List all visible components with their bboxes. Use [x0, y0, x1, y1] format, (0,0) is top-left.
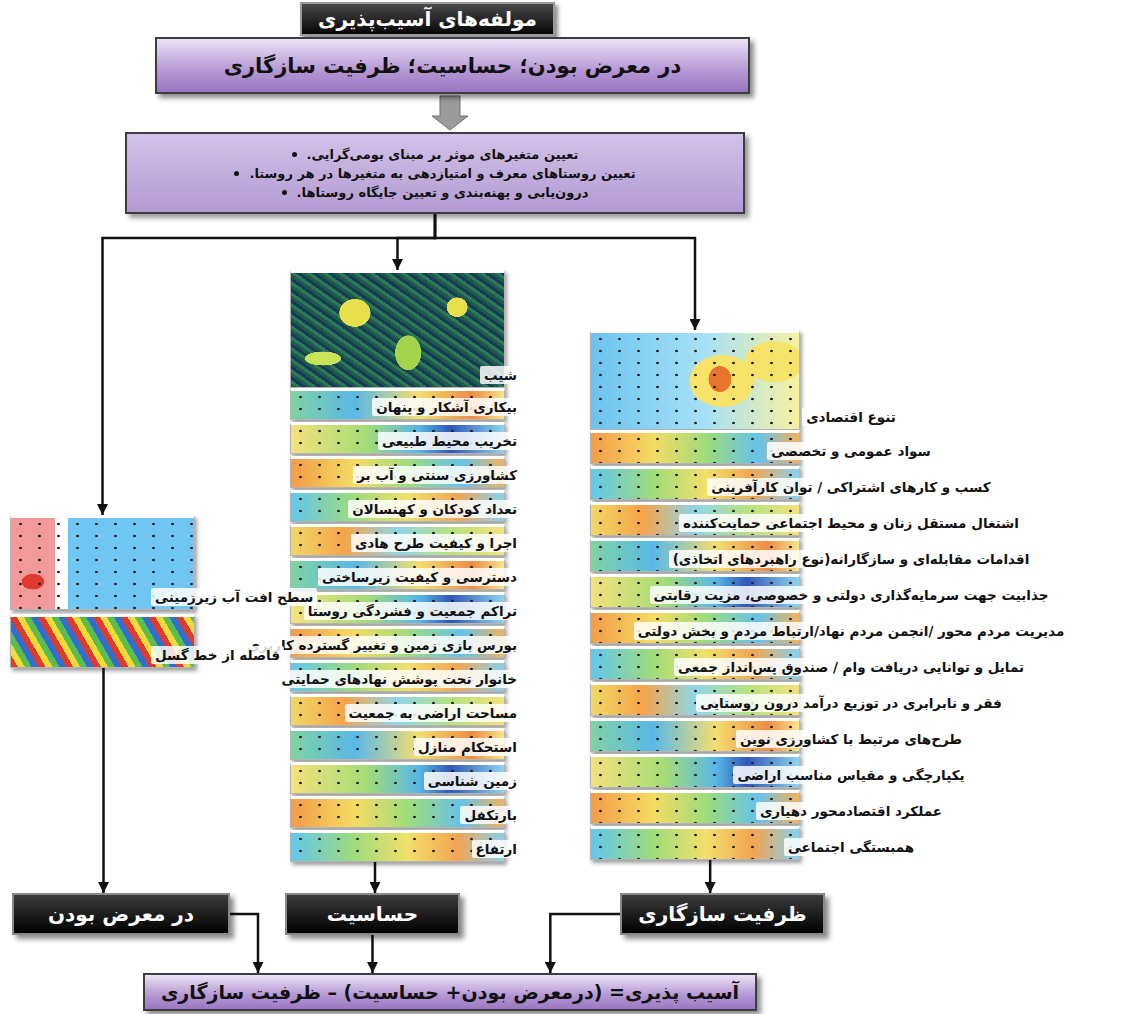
map-label: ارتفاع: [472, 840, 521, 858]
map-card: سواد عمومی و تخصصی: [590, 430, 800, 464]
box-text: در معرض بودن؛ حساسیت؛ ظرفیت سازگاری: [224, 54, 681, 78]
component-box: در معرض بودن: [12, 893, 230, 935]
map-card: طرح‌های مرتبط با کشاورزی نوین: [590, 718, 800, 752]
map-card: استحکام منازل: [290, 728, 505, 760]
map-label: بیکاری آشکار و پنهان: [372, 398, 521, 416]
map-label: تراکم جمعیت و فشردگی روستا: [304, 602, 521, 620]
map-card: اجرا و کیفیت طرح هادی: [290, 524, 505, 556]
map-card: بورس بازی زمین و تغییر گسترده کاربری: [290, 626, 505, 658]
box-text: حساسیت: [327, 902, 418, 926]
connector-arrow: [398, 214, 436, 270]
map-card: مساحت اراضی به جمعیت: [290, 694, 505, 726]
box-text: مولفه‌های آسیب‌پذیری: [318, 7, 537, 31]
map-label: شیب: [480, 366, 521, 384]
map-card: مدیریت مردم محور /انجمن مردم نهاد/ارتباط…: [590, 610, 800, 644]
connector-arrow: [102, 668, 105, 893]
map-label: فقر و نابرابری در توزیع درآمد درون روستا…: [696, 694, 1005, 712]
steps-box: تعیین متغیرهای موثر بر مبنای بومی‌گرایی.…: [125, 132, 745, 214]
map-label: سواد عمومی و تخصصی: [767, 442, 935, 460]
map-label: فاصله از خط گسل: [151, 646, 284, 664]
map-label: کسب و کارهای اشتراکی / توان کارآفرینی: [707, 478, 994, 496]
title-band: در معرض بودن؛ حساسیت؛ ظرفیت سازگاری: [155, 37, 750, 94]
map-card: اشتغال مستقل زنان و محیط اجتماعی حمایت‌ک…: [590, 502, 800, 536]
map-card: تنوع اقتصادی: [590, 330, 800, 430]
map-card: کسب و کارهای اشتراکی / توان کارآفرینی: [590, 466, 800, 500]
map-label: کشاورزی سنتی و آب بر: [353, 466, 521, 484]
map-card: ارتفاع: [290, 830, 505, 862]
connector-arrow: [371, 935, 374, 973]
step-row: درون‌یابی و پهنه‌بندی و تعیین جایگاه روس…: [141, 185, 729, 200]
map-label: بارتکفل: [460, 806, 521, 824]
map-label: تعداد کودکان و کهنسالان: [348, 500, 521, 518]
map-label: جذابیت جهت سرمایه‌گذاری دولتی و خصوصی، م…: [650, 586, 1053, 604]
map-label: تنوع اقتصادی: [802, 408, 900, 426]
map-card: یکپارچگی و مقیاس مناسب اراضی: [590, 754, 800, 788]
map-card: دسترسی و کیفیت زیرساختی: [290, 558, 505, 590]
connector-arrow: [709, 860, 712, 893]
connector-arrow: [374, 862, 377, 893]
map-card: زمین شناسی: [290, 762, 505, 794]
step-row: تعیین روستاهای معرف و امتیازدهی به متغیر…: [141, 166, 729, 181]
map-label: اشتغال مستقل زنان و محیط اجتماعی حمایت‌ک…: [679, 514, 1023, 532]
map-label: اجرا و کیفیت طرح هادی: [351, 534, 521, 552]
map-label: استحکام منازل: [414, 738, 521, 756]
map-card: اقدامات مقابله‌ای و سازگارانه(نوع راهبرد…: [590, 538, 800, 572]
map-card: تخریب محیط طبیعی: [290, 422, 505, 454]
map-label: مدیریت مردم محور /انجمن مردم نهاد/ارتباط…: [634, 622, 1069, 640]
block-arrow: [432, 96, 468, 130]
map-label: تخریب محیط طبیعی: [378, 432, 521, 450]
component-box: ظرفیت سازگاری: [620, 893, 824, 935]
map-card: بیکاری آشکار و پنهان: [290, 388, 505, 420]
map-label: بورس بازی زمین و تغییر گسترده کاربری: [243, 636, 521, 654]
map-card: بارتکفل: [290, 796, 505, 828]
header-box: مولفه‌های آسیب‌پذیری: [300, 2, 555, 36]
map-card: شیب: [290, 270, 505, 388]
map-label: عملکرد اقتصادمحور دهیاری: [756, 802, 946, 820]
map-card: فقر و نابرابری در توزیع درآمد درون روستا…: [590, 682, 800, 716]
step-text: تعیین متغیرهای موثر بر مبنای بومی‌گرایی.: [307, 147, 579, 162]
map-label: مساحت اراضی به جمعیت: [345, 704, 521, 722]
bullet-dot: [292, 152, 297, 157]
box-text: ظرفیت سازگاری: [638, 902, 806, 926]
map-card: کشاورزی سنتی و آب بر: [290, 456, 505, 488]
map-label: خانوار تحت پوشش نهادهای حمایتی: [278, 670, 521, 688]
map-label: دسترسی و کیفیت زیرساختی: [318, 568, 521, 586]
map-card: تراکم جمعیت و فشردگی روستا: [290, 592, 505, 624]
formula-box: آسیب پذیری= (درمعرض بودن+ حساسیت) – ظرفی…: [143, 973, 757, 1011]
map-card: سطح افت آب زیرزمینی: [10, 515, 195, 610]
box-text: آسیب پذیری= (درمعرض بودن+ حساسیت) – ظرفی…: [161, 981, 739, 1003]
step-text: تعیین روستاهای معرف و امتیازدهی به متغیر…: [249, 166, 635, 181]
map-card: تمایل و توانایی دریافت وام / صندوق پس‌ان…: [590, 646, 800, 680]
step-text: درون‌یابی و پهنه‌بندی و تعیین جایگاه روس…: [297, 185, 589, 200]
map-label: سطح افت آب زیرزمینی: [151, 588, 317, 606]
map-label: یکپارچگی و مقیاس مناسب اراضی: [733, 766, 968, 784]
map-label: زمین شناسی: [424, 772, 521, 790]
component-box: حساسیت: [285, 893, 460, 935]
map-label: تمایل و توانایی دریافت وام / صندوق پس‌ان…: [674, 658, 1028, 676]
step-row: تعیین متغیرهای موثر بر مبنای بومی‌گرایی.: [141, 147, 729, 162]
connector-arrow: [550, 914, 620, 973]
map-card: تعداد کودکان و کهنسالان: [290, 490, 505, 522]
map-card: خانوار تحت پوشش نهادهای حمایتی: [290, 660, 505, 692]
map-card: جذابیت جهت سرمایه‌گذاری دولتی و خصوصی، م…: [590, 574, 800, 608]
connector-arrow: [230, 914, 258, 973]
map-label: اقدامات مقابله‌ای و سازگارانه(نوع راهبرد…: [669, 550, 1034, 568]
map-card: فاصله از خط گسل: [10, 614, 195, 668]
bullet-dot: [282, 190, 287, 195]
box-text: در معرض بودن: [48, 902, 194, 926]
map-card: عملکرد اقتصادمحور دهیاری: [590, 790, 800, 824]
map-card: همبستگی اجتماعی: [590, 826, 800, 860]
map-label: طرح‌های مرتبط با کشاورزی نوین: [736, 730, 966, 748]
map-label: همبستگی اجتماعی: [784, 838, 918, 856]
bullet-dot: [234, 171, 239, 176]
